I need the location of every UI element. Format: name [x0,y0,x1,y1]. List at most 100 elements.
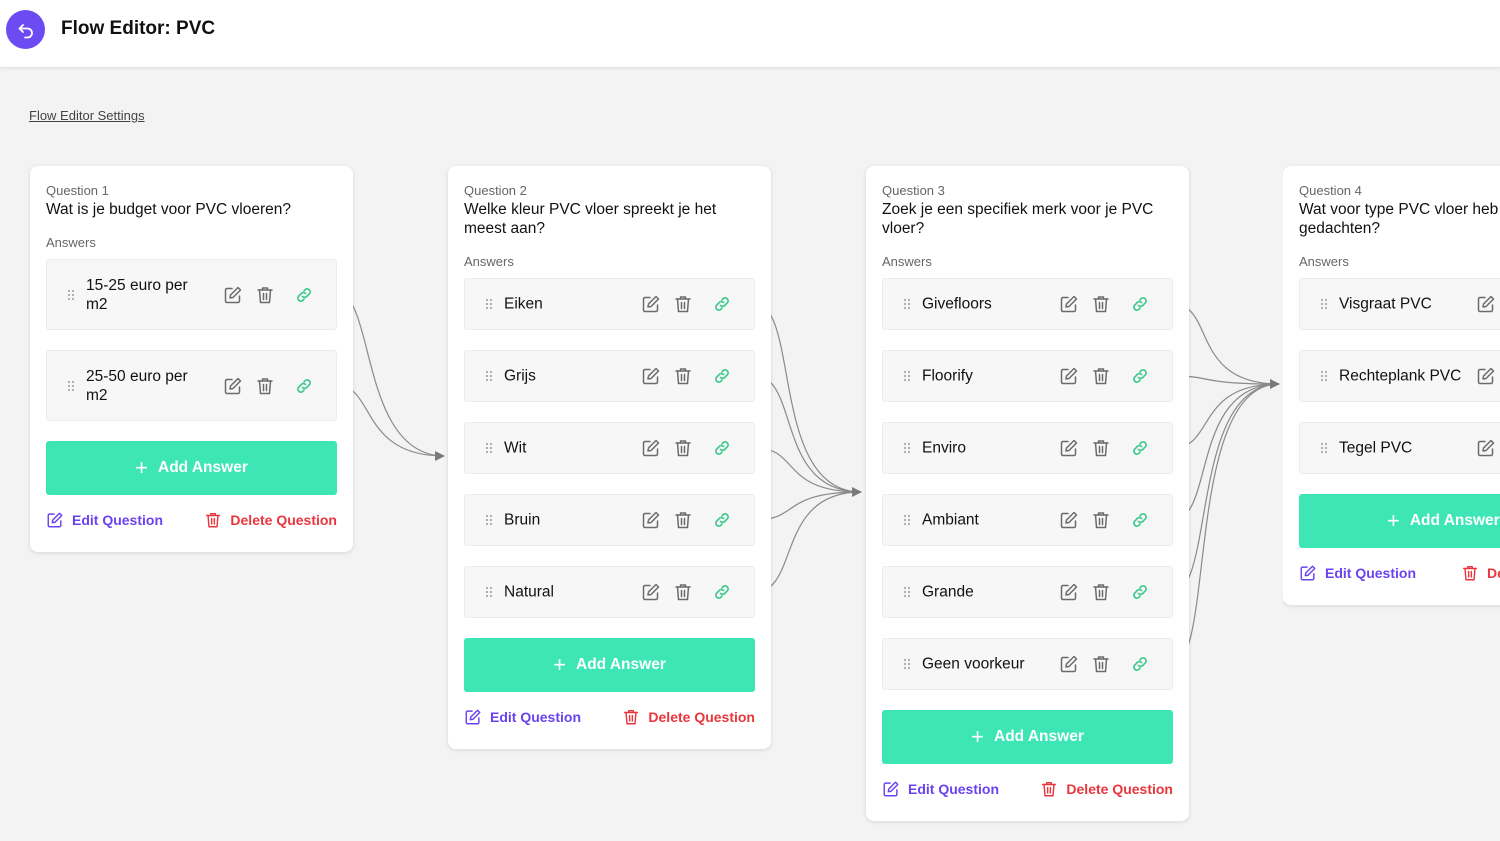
answer-item[interactable]: Wit [464,422,755,474]
drag-handle-icon[interactable] [1320,370,1328,382]
drag-handle-icon[interactable] [485,586,493,598]
edit-icon[interactable] [641,582,661,602]
question-text: Welke kleur PVC vloer spreekt je het mee… [464,201,717,237]
edit-icon[interactable] [223,285,243,305]
trash-icon[interactable] [255,285,275,305]
edit-icon[interactable] [1059,438,1079,458]
delete-question-button[interactable]: Delete Question [204,511,337,529]
answer-item[interactable]: 15-25 euro per m2 [46,259,337,330]
drag-handle-icon[interactable] [67,380,75,392]
delete-question-button[interactable]: Delete Question [622,708,755,726]
answer-item[interactable]: Enviro [882,422,1173,474]
answer-item[interactable]: Rechteplank PVC [1299,350,1500,402]
drag-handle-icon[interactable] [485,298,493,310]
trash-icon[interactable] [255,376,275,396]
link-icon[interactable] [1130,654,1150,674]
trash-icon[interactable] [1091,654,1111,674]
link-icon[interactable] [294,376,314,396]
question-text: Wat is je budget voor PVC vloeren? [46,201,291,218]
link-icon[interactable] [712,510,732,530]
answer-item[interactable]: Tegel PVC [1299,422,1500,474]
link-icon[interactable] [712,438,732,458]
drag-handle-icon[interactable] [903,298,911,310]
add-answer-label: Add Answer [1409,512,1500,529]
back-button[interactable] [6,10,45,49]
link-icon[interactable] [1130,294,1150,314]
trash-icon[interactable] [1091,582,1111,602]
link-icon[interactable] [1130,366,1150,386]
trash-icon[interactable] [1091,438,1111,458]
add-answer-button[interactable]: + Add Answer [46,441,337,495]
trash-icon[interactable] [673,366,693,386]
link-icon[interactable] [712,366,732,386]
trash-icon[interactable] [1091,510,1111,530]
drag-handle-icon[interactable] [485,370,493,382]
add-answer-button[interactable]: + Add Answer [882,710,1173,764]
question-card-1: Question 1 Wat is je budget voor PVC vlo… [30,166,353,552]
link-icon[interactable] [1130,510,1150,530]
answer-item[interactable]: Floorify [882,350,1173,402]
delete-question-label: Delete Question [230,512,337,528]
drag-handle-icon[interactable] [1320,298,1328,310]
add-answer-button[interactable]: + Add Answer [1299,494,1500,548]
link-icon[interactable] [1130,582,1150,602]
edit-icon[interactable] [1059,510,1079,530]
answer-item[interactable]: 25-50 euro per m2 [46,350,337,421]
answer-item[interactable]: Natural [464,566,755,618]
edit-icon[interactable] [1059,366,1079,386]
edit-icon[interactable] [1476,294,1496,314]
delete-question-button[interactable]: Delete Question [1040,780,1173,798]
edit-question-label: Edit Question [72,512,163,528]
edit-question-button[interactable]: Edit Question [464,708,581,726]
edit-icon[interactable] [1059,294,1079,314]
drag-handle-icon[interactable] [903,658,911,670]
drag-handle-icon[interactable] [1320,442,1328,454]
answer-item[interactable]: Grande [882,566,1173,618]
drag-handle-icon[interactable] [67,289,75,301]
drag-handle-icon[interactable] [485,442,493,454]
trash-icon[interactable] [673,438,693,458]
trash-icon[interactable] [673,582,693,602]
question-card-4-clip: Question 4 Wat voor type PVC vloer heb j… [1283,160,1500,620]
edit-icon[interactable] [1059,582,1079,602]
drag-handle-icon[interactable] [903,370,911,382]
drag-handle-icon[interactable] [903,514,911,526]
link-icon[interactable] [294,285,314,305]
drag-handle-icon[interactable] [485,514,493,526]
edit-icon[interactable] [1476,366,1496,386]
link-icon[interactable] [1130,438,1150,458]
edit-icon[interactable] [641,366,661,386]
trash-icon[interactable] [1091,366,1111,386]
drag-handle-icon[interactable] [903,442,911,454]
edit-icon[interactable] [223,376,243,396]
edit-icon[interactable] [641,510,661,530]
edit-question-button[interactable]: Edit Question [46,511,163,529]
answer-item[interactable]: Ambiant [882,494,1173,546]
delete-question-button[interactable]: Delete Question [1461,564,1500,582]
trash-icon[interactable] [673,510,693,530]
answer-item[interactable]: Bruin [464,494,755,546]
answer-item[interactable]: Geen voorkeur [882,638,1173,690]
edit-icon[interactable] [641,438,661,458]
edit-question-button[interactable]: Edit Question [882,780,999,798]
delete-question-label: Delete Question [1487,565,1500,581]
answer-item[interactable]: Grijs [464,350,755,402]
add-answer-button[interactable]: + Add Answer [464,638,755,692]
flow-editor-settings-link[interactable]: Flow Editor Settings [29,108,145,123]
answer-item[interactable]: Givefloors [882,278,1173,330]
edit-icon[interactable] [1059,654,1079,674]
trash-icon[interactable] [1091,294,1111,314]
edit-icon[interactable] [1476,438,1496,458]
link-icon[interactable] [712,582,732,602]
edit-icon [465,709,481,725]
drag-handle-icon[interactable] [903,586,911,598]
edit-question-label: Edit Question [908,781,999,797]
edit-icon[interactable] [641,294,661,314]
answer-item[interactable]: Eiken [464,278,755,330]
link-icon[interactable] [712,294,732,314]
edit-question-button[interactable]: Edit Question [1299,564,1416,582]
question-text: Wat voor type PVC vloer heb je in gedach… [1299,201,1500,237]
answer-item[interactable]: Visgraat PVC [1299,278,1500,330]
answer-text: Wit [504,439,527,457]
trash-icon[interactable] [673,294,693,314]
